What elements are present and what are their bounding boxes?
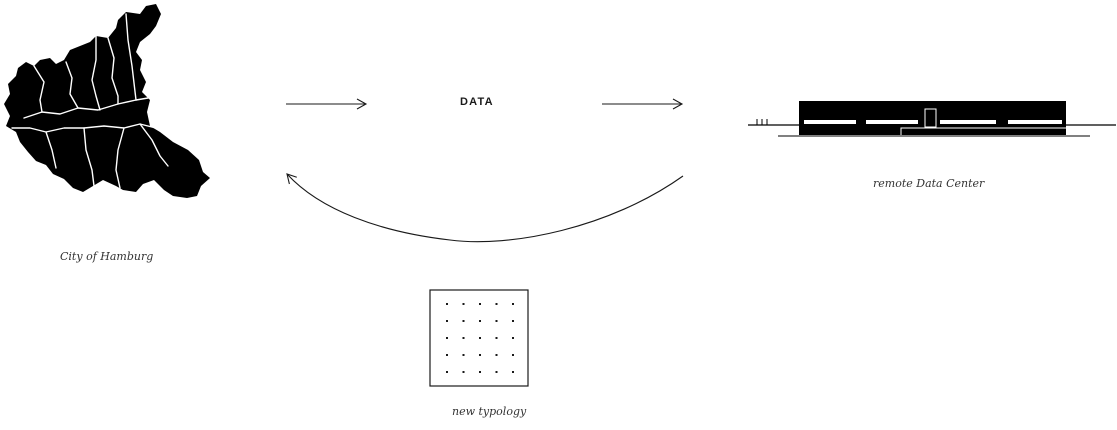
typology-dot (479, 354, 481, 356)
typology-dot (446, 320, 448, 322)
typology-dot (495, 303, 498, 305)
typology-dot (512, 320, 514, 322)
typology-dot (479, 320, 481, 322)
typology-grid-icon (429, 289, 529, 387)
typology-dot (446, 337, 448, 339)
arrow-datacenter-return (286, 173, 684, 243)
typology-dot (512, 303, 514, 305)
typology-dot (495, 371, 498, 373)
typology-dot (512, 371, 514, 373)
typology-dot (479, 371, 481, 373)
typology-dot (495, 354, 498, 356)
typology-dot (512, 337, 514, 339)
data-flow-label: DATA (460, 96, 494, 108)
typology-caption: new typology (452, 405, 527, 418)
typology-dot (462, 354, 465, 356)
typology-dot (479, 303, 481, 305)
typology-dot (446, 371, 448, 373)
typology-dot (462, 303, 465, 305)
typology-dot (462, 320, 465, 322)
typology-dot (512, 354, 514, 356)
typology-dot (446, 303, 448, 305)
city-caption: City of Hamburg (60, 250, 154, 263)
typology-dot (462, 371, 465, 373)
typology-dot (446, 354, 448, 356)
datacenter-caption: remote Data Center (873, 177, 985, 190)
typology-dot (495, 320, 498, 322)
datacenter-building-icon (748, 101, 1116, 137)
hamburg-map-icon (4, 4, 210, 198)
typology-dot (462, 337, 465, 339)
typology-dot (479, 337, 481, 339)
typology-dot (495, 337, 498, 339)
typology-dots (446, 303, 514, 373)
